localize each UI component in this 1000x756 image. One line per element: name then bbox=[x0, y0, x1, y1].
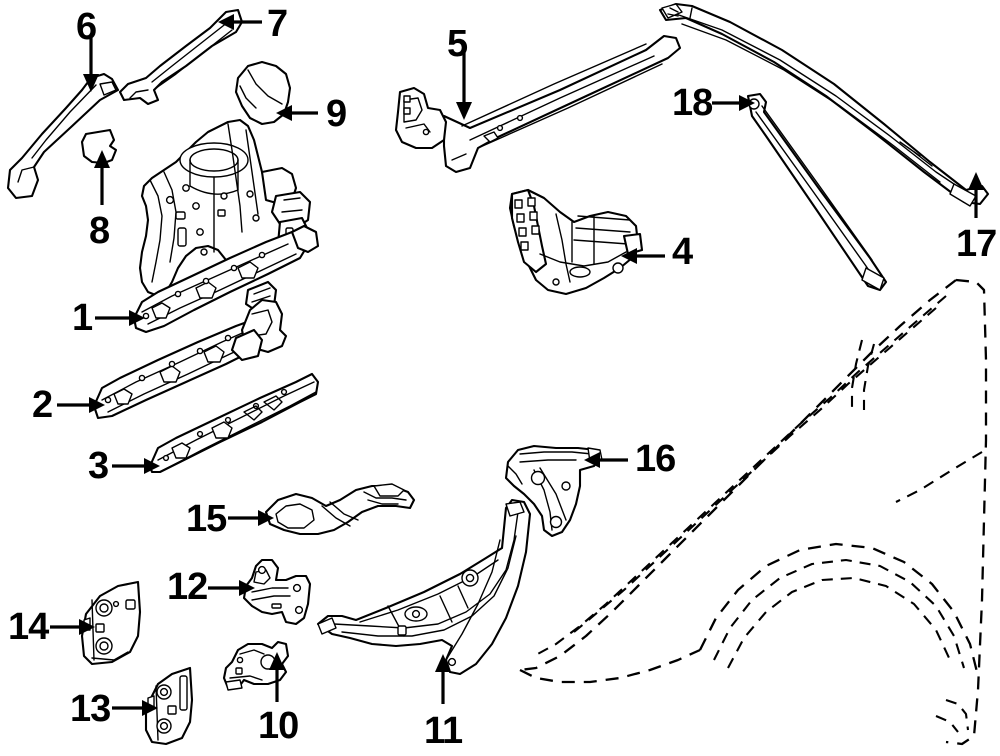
leader-18 bbox=[712, 95, 755, 111]
part-18-shape bbox=[746, 92, 888, 292]
callout-label-5[interactable]: 5 bbox=[447, 23, 468, 65]
callout-label-7[interactable]: 7 bbox=[267, 3, 288, 45]
part-4-shape bbox=[508, 188, 644, 296]
callout-label-14[interactable]: 14 bbox=[8, 606, 49, 648]
callout-label-15[interactable]: 15 bbox=[186, 498, 227, 540]
leader-14 bbox=[50, 619, 95, 635]
callout-label-11[interactable]: 11 bbox=[424, 710, 463, 752]
leader-5 bbox=[456, 48, 472, 120]
part-2-shape bbox=[92, 298, 288, 420]
callout-label-17[interactable]: 17 bbox=[956, 223, 997, 265]
part-14-shape bbox=[80, 580, 142, 666]
part-5-shape bbox=[394, 34, 682, 174]
leader-7 bbox=[218, 14, 262, 30]
leader-12 bbox=[208, 580, 255, 596]
callout-label-1[interactable]: 1 bbox=[72, 297, 93, 339]
part-12-shape bbox=[242, 558, 312, 626]
callout-label-8[interactable]: 8 bbox=[89, 210, 110, 252]
part-13-shape bbox=[144, 666, 194, 746]
callout-label-13[interactable]: 13 bbox=[70, 688, 111, 730]
part-3-shape bbox=[148, 372, 320, 474]
part-17-shape bbox=[658, 2, 990, 207]
leader-15 bbox=[228, 510, 274, 526]
callout-label-3[interactable]: 3 bbox=[88, 445, 109, 487]
leader-9 bbox=[276, 105, 318, 121]
leader-13 bbox=[112, 700, 158, 716]
part-15-shape bbox=[264, 483, 416, 536]
part-7-shape bbox=[118, 8, 244, 106]
leader-16 bbox=[584, 452, 628, 468]
callout-label-18[interactable]: 18 bbox=[672, 82, 713, 124]
part-10-shape bbox=[222, 640, 290, 691]
leader-2 bbox=[57, 397, 105, 413]
callout-label-9[interactable]: 9 bbox=[326, 93, 347, 135]
callout-label-12[interactable]: 12 bbox=[167, 566, 208, 608]
part-11-shape bbox=[316, 498, 532, 676]
callout-leaders bbox=[50, 14, 984, 716]
leader-17 bbox=[968, 172, 984, 218]
leader-10 bbox=[269, 652, 285, 702]
leader-4 bbox=[621, 248, 665, 264]
callout-label-10[interactable]: 10 bbox=[258, 705, 299, 747]
part-6-shape bbox=[6, 72, 120, 200]
leader-11 bbox=[435, 654, 451, 704]
leader-6 bbox=[83, 35, 99, 92]
callout-label-6[interactable]: 6 bbox=[76, 6, 97, 48]
callout-label-2[interactable]: 2 bbox=[32, 384, 53, 426]
front-fender-outline-shape bbox=[519, 278, 988, 746]
part-8-shape bbox=[80, 128, 118, 165]
callout-label-4[interactable]: 4 bbox=[672, 231, 693, 273]
callout-label-16[interactable]: 16 bbox=[635, 438, 676, 480]
leader-8 bbox=[94, 150, 110, 205]
leader-3 bbox=[112, 458, 160, 474]
leader-1 bbox=[95, 310, 145, 326]
part-1-shape bbox=[132, 224, 320, 334]
